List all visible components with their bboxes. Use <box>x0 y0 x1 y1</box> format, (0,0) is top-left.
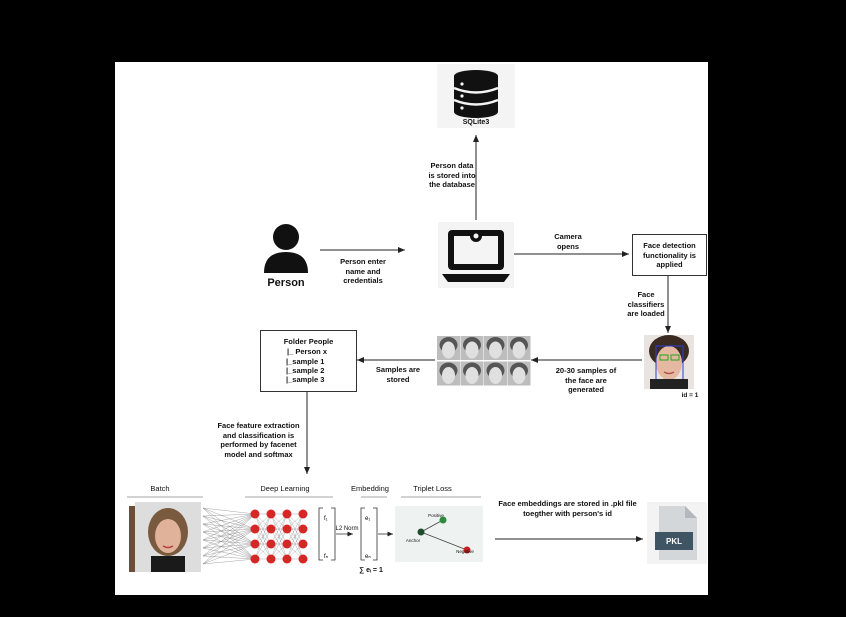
laptop-camera-icon <box>442 230 510 282</box>
edge-label-camera-opens: Camera opens <box>554 232 582 251</box>
nn-node <box>282 509 292 519</box>
nn-node <box>298 539 308 549</box>
pipeline-deep-learning-label: Deep Learning <box>260 484 310 493</box>
pipeline-embedding-label: Embedding <box>351 484 389 493</box>
pkl-label: PKL <box>666 537 682 546</box>
edge-label-samples-generated: 20-30 samples of the face are generated <box>555 366 617 394</box>
connectors <box>304 135 671 542</box>
nn-node <box>298 524 308 534</box>
triplet-positive-label: Positive <box>428 513 444 518</box>
svg-text:eₙ: eₙ <box>365 554 371 560</box>
edge-label-feature-extraction: Face feature extraction and classificati… <box>217 421 300 459</box>
nn-node <box>298 509 308 519</box>
folder-line: |_sample 3 <box>286 375 325 384</box>
edge-label-to-database: Person data is stored into the database <box>428 161 476 189</box>
svg-text:fₙ: fₙ <box>324 554 329 560</box>
pkl-file-icon <box>655 506 697 560</box>
database-label: SQLite3 <box>462 119 490 126</box>
pipeline-sum-formula: ∑ eᵢ = 1 <box>359 567 383 574</box>
pkl-node: PKL <box>647 502 707 564</box>
diagram-canvas: SQLite3 Person data is stored into the d… <box>115 62 708 595</box>
person-icon <box>264 224 308 273</box>
edge-label-classifiers-loaded: Face classifiers are loaded <box>627 290 665 318</box>
nn-node <box>282 524 292 534</box>
face-id-label: id = 1 <box>681 392 699 399</box>
nn-node <box>266 539 276 549</box>
face-samples-grid <box>437 336 531 386</box>
nn-node <box>266 554 276 564</box>
pipeline-triplet-loss-label: Triplet Loss <box>413 484 452 493</box>
triplet-anchor-label: Anchor <box>405 538 421 543</box>
edge-label-embeddings-stored: Face embeddings are stored in .pkl file … <box>498 499 637 518</box>
edge-label-person-to-laptop: Person enter name and credentials <box>340 257 386 285</box>
nn-node <box>250 524 260 534</box>
nn-node <box>266 509 276 519</box>
folder-line: |_sample 2 <box>286 366 325 375</box>
nn-node <box>282 539 292 549</box>
nn-node <box>282 554 292 564</box>
svg-text:f₁: f₁ <box>324 516 328 522</box>
pipeline-l2-norm: L2 Norm <box>335 526 359 532</box>
nn-node <box>250 509 260 519</box>
pipeline-batch-label: Batch <box>150 484 170 493</box>
person-label: Person <box>267 277 305 289</box>
nn-node <box>266 524 276 534</box>
laptop-node <box>438 222 514 288</box>
nn-node <box>298 554 308 564</box>
folder-title: Folder People <box>283 337 334 346</box>
nn-node <box>250 554 260 564</box>
facenet-pipeline: f₁ fₙ e₁ eₙ <box>127 496 483 572</box>
edge-label-samples-stored: Samples are stored <box>375 365 421 384</box>
svg-text:e₁: e₁ <box>365 516 370 522</box>
face-detection-label: Face detection functionality is applied <box>643 241 696 269</box>
face-icon <box>644 335 694 389</box>
database-node: SQLite3 <box>437 64 515 128</box>
folder-box: Folder People |_ Person x |_sample 1 |_s… <box>260 330 357 392</box>
triplet-negative-label: Negative <box>456 549 474 554</box>
folder-line: |_sample 1 <box>286 357 325 366</box>
face-detection-box: Face detection functionality is applied <box>632 234 707 276</box>
folder-line: |_ Person x <box>286 347 328 356</box>
nn-node <box>250 539 260 549</box>
database-icon <box>453 70 499 118</box>
